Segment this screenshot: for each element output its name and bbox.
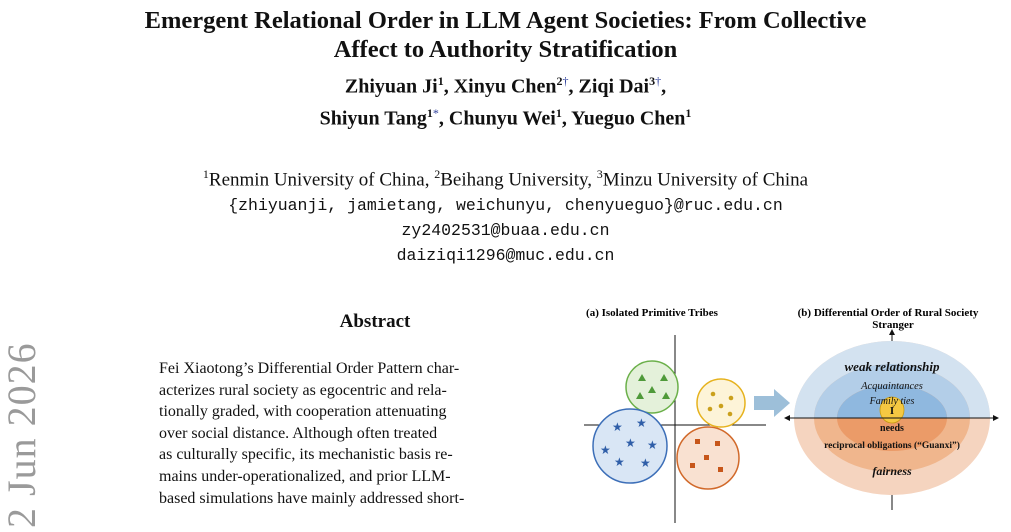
transition-arrow: [754, 389, 790, 417]
abstract-line: over social distance. Although often tre…: [159, 424, 438, 442]
needs-label: needs: [880, 423, 904, 434]
family-ties-label: Family ties: [869, 396, 915, 407]
weak-relationship-label: weak relationship: [845, 359, 940, 374]
author-affil-mark: 3†: [649, 74, 662, 88]
email-line: {zhiyuanji, jamietang, weichunyu, chenyu…: [228, 196, 783, 215]
stranger-label: Stranger: [872, 319, 914, 331]
author-affil-mark: 1*: [426, 105, 439, 120]
paper-title: Emergent Relational Order in LLM Agent S…: [0, 6, 1011, 64]
abstract-heading: Abstract: [339, 311, 411, 332]
author-name: Xinyu Chen: [453, 75, 557, 98]
svg-text:★: ★: [636, 416, 647, 430]
self-label: I: [890, 405, 894, 417]
author-list: Zhiyuan Ji1, Xinyu Chen2†, Ziqi Dai3†, S…: [0, 68, 1011, 131]
svg-text:★: ★: [647, 438, 658, 452]
orange-tribe: [676, 426, 740, 490]
svg-text:★: ★: [614, 455, 625, 469]
author-name: Chunyu Wei: [448, 107, 556, 130]
title-line-1: Emergent Relational Order in LLM Agent S…: [144, 7, 867, 34]
title-line-2: Affect to Authority Stratification: [333, 36, 678, 63]
figure-1: (a) Isolated Primitive Tribes (b) Differ…: [570, 300, 1011, 527]
abstract-line: tionally graded, with cooperation attenu…: [159, 403, 447, 421]
svg-text:★: ★: [625, 436, 636, 450]
affiliations: 1Renmin University of China, 2Beihang Un…: [202, 167, 809, 191]
author-name: Yueguo Chen: [571, 107, 686, 130]
author-affil-mark: 1: [685, 105, 692, 120]
panel-b-title: (b) Differential Order of Rural Society: [798, 307, 979, 319]
author-line-1: Zhiyuan Ji1, Xinyu Chen2†, Ziqi Dai3†,: [344, 74, 667, 98]
author-name: Shiyun Tang: [319, 107, 427, 130]
abstract-line: acterizes rural society as egocentric an…: [159, 381, 447, 399]
affiliation: Renmin University of China: [208, 169, 425, 191]
fairness-label: fairness: [872, 464, 912, 478]
author-name: Ziqi Dai: [578, 75, 650, 98]
yellow-tribe: [696, 378, 746, 428]
author-line-2: Shiyun Tang1*, Chunyu Wei1, Yueguo Chen1: [319, 105, 692, 130]
panel-a-title: (a) Isolated Primitive Tribes: [586, 307, 719, 319]
author-affil-mark: 2†: [556, 74, 569, 88]
abstract-line: mains under-operationalized, and prior L…: [159, 467, 451, 485]
svg-text:★: ★: [600, 443, 611, 457]
arxiv-stamp-text: 2 Jun 2026: [0, 342, 44, 528]
author-affil-mark: 1: [437, 74, 444, 88]
affiliation: Beihang University: [440, 169, 588, 191]
svg-text:★: ★: [612, 420, 623, 434]
affiliation: Minzu University of China: [602, 169, 809, 191]
green-tribe: [625, 360, 679, 414]
concentric-rings: [794, 341, 990, 495]
svg-text:★: ★: [640, 456, 651, 470]
author-name: Zhiyuan Ji: [344, 75, 438, 98]
acquaintances-label: Acquaintances: [860, 381, 923, 392]
email-line: daiziqi1296@muc.edu.cn: [396, 246, 615, 265]
abstract-line: Fei Xiaotong’s Differential Order Patter…: [159, 360, 460, 377]
email-line: zy2402531@buaa.edu.cn: [401, 221, 610, 240]
author-affil-mark: 1: [555, 105, 562, 120]
abstract-line: based simulations have mainly addressed …: [159, 489, 465, 507]
reciprocal-label: reciprocal obligations (“Guanxi”): [824, 440, 960, 451]
arxiv-stamp: 2 Jun 2026: [0, 300, 54, 530]
abstract-body: Fei Xiaotong’s Differential Order Patter…: [159, 358, 579, 509]
figure-svg: (a) Isolated Primitive Tribes (b) Differ…: [584, 307, 999, 523]
blue-tribe: ★ ★ ★ ★ ★ ★ ★: [592, 408, 668, 484]
abstract-line: as culturally specific, its mechanistic …: [159, 446, 453, 464]
